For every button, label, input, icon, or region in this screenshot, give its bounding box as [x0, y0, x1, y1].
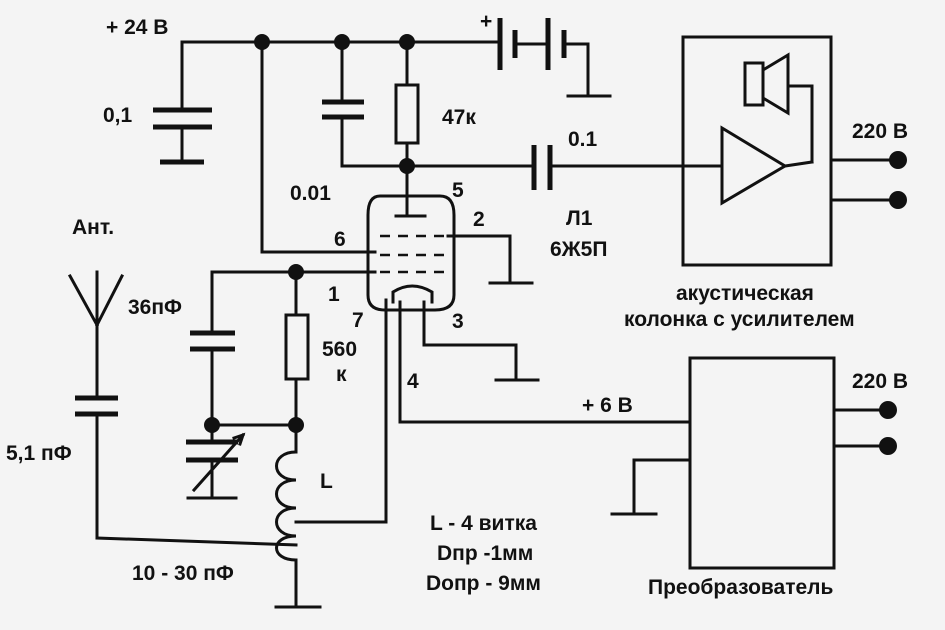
label-converter-220v: 220 В — [852, 370, 908, 393]
label-supply-6v: + 6 В — [582, 394, 633, 417]
speaker-amplifier-box — [681, 35, 900, 267]
label-cap-0-1-output: 0.1 — [568, 128, 598, 151]
junction-dots — [204, 34, 907, 455]
label-pin-6: 6 — [334, 228, 346, 251]
grid-network — [186, 270, 388, 609]
label-coil-form-diameter: Dопр - 9мм — [426, 572, 541, 595]
label-pin-3: 3 — [452, 310, 464, 333]
label-cap-0-01: 0.01 — [290, 182, 331, 205]
resistor-47k — [394, 40, 420, 217]
label-tube-name: Л1 — [566, 207, 593, 230]
capacitor-0-01 — [322, 40, 532, 168]
label-speaker-caption-1: акустическая — [676, 282, 814, 305]
label-cap-5-1pf: 5,1 пФ — [6, 442, 72, 465]
label-supply-24v: + 24 В — [106, 16, 168, 39]
antenna — [67, 270, 298, 547]
label-battery-plus: + — [480, 10, 492, 33]
label-resistor-560: 560 — [322, 338, 357, 361]
vacuum-tube-6zh5p — [260, 194, 692, 524]
battery — [497, 18, 612, 98]
label-coil-turns: L - 4 витка — [430, 512, 537, 535]
label-cap-0-1-left: 0,1 — [103, 104, 133, 127]
label-speaker-220v: 220 В — [852, 120, 908, 143]
label-trimmer-cap: 10 - 30 пФ — [132, 562, 234, 585]
label-pin-1: 1 — [328, 283, 340, 306]
label-coil-L: L — [320, 470, 333, 493]
label-cap-36pf: 36пФ — [128, 296, 182, 319]
converter-box — [610, 356, 890, 570]
label-resistor-47k: 47к — [442, 106, 476, 129]
label-speaker-caption-2: колонка с усилителем — [624, 308, 855, 331]
label-converter-caption: Преобразователь — [648, 576, 834, 599]
capacitor-0-1-output — [531, 145, 724, 190]
label-coil-wire-diameter: Dпр -1мм — [437, 542, 533, 565]
label-pin-2: 2 — [473, 208, 485, 231]
label-antenna: Ант. — [72, 216, 114, 239]
label-pin-4: 4 — [407, 370, 419, 393]
label-resistor-560-unit: к — [336, 363, 347, 386]
label-tube-type: 6Ж5П — [550, 238, 607, 261]
label-pin-7: 7 — [352, 309, 364, 332]
label-pin-5: 5 — [452, 179, 464, 202]
capacitor-0-1-left — [153, 107, 212, 165]
